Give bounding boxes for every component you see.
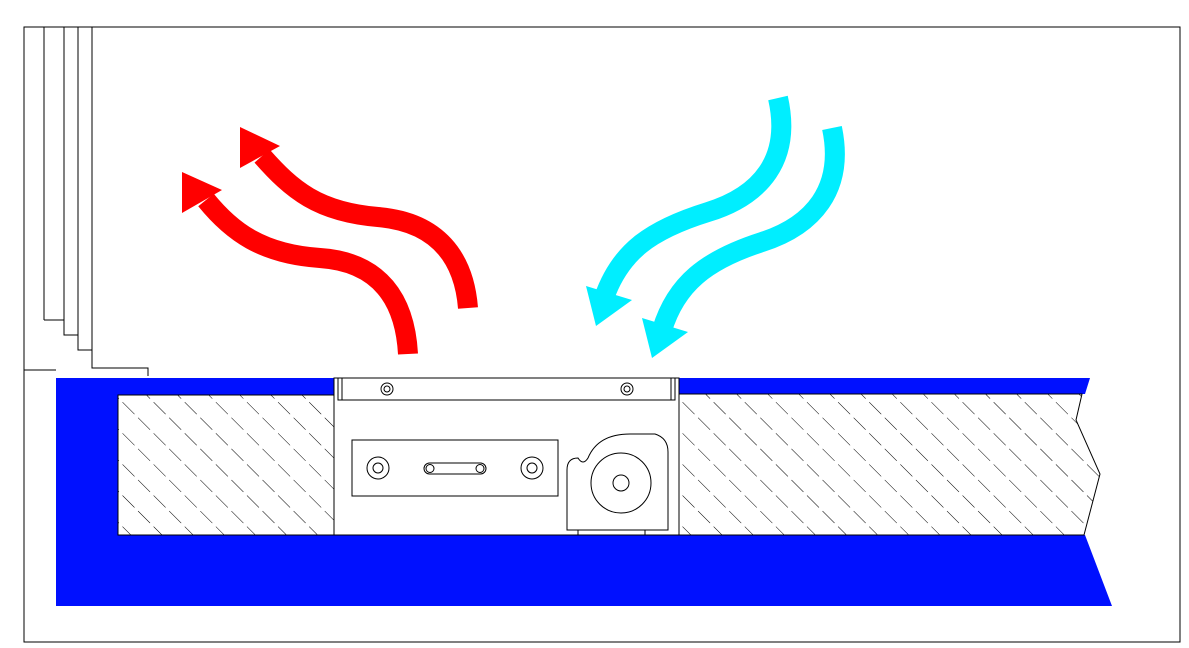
cool-air-arrow-left-body	[594, 95, 792, 302]
warm-air-arrow-left-body	[198, 193, 418, 355]
cool-air-arrow-right-head	[642, 318, 688, 358]
screed-layer-left	[117, 394, 335, 536]
warm-air-arrow	[182, 127, 478, 355]
grille	[337, 377, 676, 401]
cool-air-arrow-right-body	[652, 125, 845, 334]
cool-air-arrow-left-head	[586, 286, 632, 326]
warm-air-arrow-left-head	[182, 172, 222, 213]
floor-top-strip	[679, 378, 1090, 394]
drawing-frame	[23, 26, 1181, 643]
trench-convector	[333, 377, 680, 536]
floor-slab	[56, 378, 1112, 606]
warm-air-arrow-right-head	[240, 127, 280, 168]
cool-air-arrow	[586, 95, 845, 358]
wall-panel	[24, 27, 149, 376]
warm-air-arrow-right-body	[254, 149, 478, 310]
screed-layer-right	[678, 393, 1101, 536]
